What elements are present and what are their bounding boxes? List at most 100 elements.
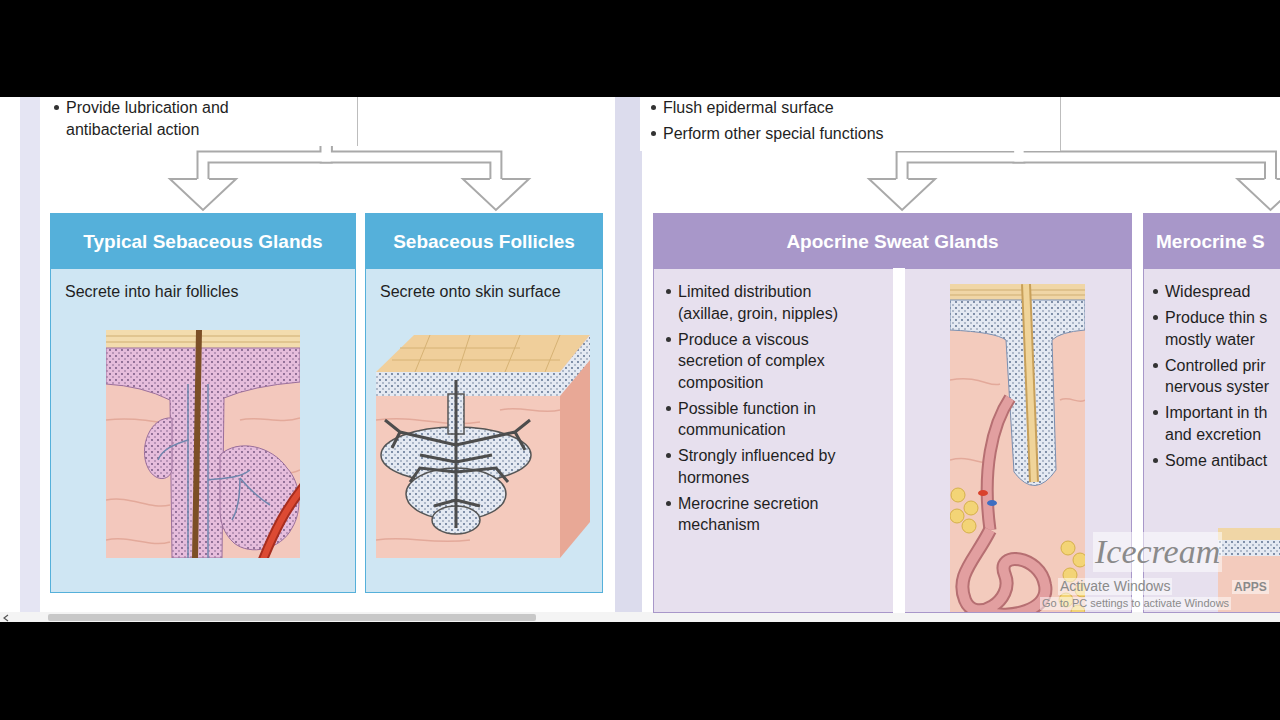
merocrine-gland-illustration — [1218, 540, 1280, 556]
box-body: Limited distribution (axillae, groin, ni… — [654, 269, 1131, 540]
panel-background — [0, 97, 1280, 622]
sebaceous-gland-illustration — [262, 486, 300, 558]
text-row: Widespread — [1165, 281, 1278, 303]
box-heading: Typical Sebaceous Glands — [83, 230, 322, 253]
apocrine-gland-illustration — [950, 284, 1085, 612]
apocrine-gland-illustration — [1026, 284, 1034, 482]
sebaceous-follicle-illustration — [376, 372, 560, 396]
arrow-head — [170, 179, 236, 210]
bullet-text: Important in th and excretion — [1165, 402, 1278, 445]
sebaceous-gland-illustration — [195, 330, 199, 558]
apocrine-gland-illustration — [1073, 553, 1085, 567]
scroll-bar — [4, 615, 8, 621]
bullet-text: Provide lubrication and antibacterial ac… — [66, 97, 266, 140]
sebaceous-gland-illustration — [144, 418, 172, 479]
arrow-head-group — [170, 179, 1280, 210]
text-row: Secrete onto skin surface — [380, 281, 595, 303]
watermark-text: APPS — [1232, 580, 1269, 594]
box-header-band: Sebaceous Follicles — [366, 214, 602, 269]
bullet-text: Limited distribution (axillae, groin, ni… — [678, 281, 863, 324]
bullet-dot — [666, 337, 671, 342]
bullet-text: Merocrine secretion mechanism — [678, 493, 863, 536]
bullet-dot — [651, 131, 656, 136]
sebaceous-gland-illustration — [106, 330, 300, 348]
bullet-dot — [666, 406, 671, 411]
watermark-text: Icecream — [1093, 532, 1222, 572]
bullet-text: Possible function in communication — [678, 398, 863, 441]
box-header-band: Merocrine S — [1144, 214, 1280, 269]
sebaceous-gland-illustration — [262, 486, 300, 558]
apocrine-gland-illustration — [951, 488, 965, 502]
box-body: Provide lubrication and antibacterial ac… — [40, 97, 357, 144]
bullet-text: Produce thin s mostly water — [1165, 307, 1278, 350]
sebaceous-follicle-illustration — [376, 372, 560, 558]
connector-fill-group — [203, 146, 1271, 181]
text-row: Secrete into hair follicles — [65, 281, 345, 303]
sebaceous-gland-illustration — [188, 384, 208, 558]
sebaceous-gland-illustration — [158, 440, 270, 520]
apocrine-gland-illustration — [987, 398, 1010, 530]
sebaceous-follicle-illustration — [406, 468, 506, 520]
watermark-text: Go to PC settings to activate Windows — [1040, 597, 1231, 610]
text-row: Produce thin s mostly water — [1165, 307, 1278, 350]
bullet-text: Flush epidermal surface — [663, 97, 1043, 119]
apocrine-gland-illustration — [950, 284, 1085, 300]
split-arrow-band — [326, 146, 496, 181]
letterbox-bar — [0, 622, 1280, 720]
apocrine-gland-illustration — [950, 379, 1085, 463]
arrow-head — [463, 179, 529, 210]
sebaceous-gland-illustration — [106, 348, 300, 558]
box-description: Secrete into hair follicles — [65, 281, 345, 303]
bullet-dot — [666, 289, 671, 294]
bullet-text: Widespread — [1165, 281, 1278, 303]
arrow-head — [1238, 179, 1280, 210]
gland-type-box: Apocrine Sweat GlandsLimited distributio… — [653, 213, 1132, 613]
apocrine-gland-illustration — [978, 490, 988, 496]
letterbox-bar — [0, 0, 1280, 97]
apocrine-gland-illustration — [987, 398, 1010, 530]
sebaceous-gland-illustration — [220, 446, 299, 550]
bullet-dot — [1153, 458, 1158, 463]
box-description: Secrete onto skin surface — [380, 281, 595, 303]
panel-background — [615, 97, 642, 612]
bullet-dot — [1153, 410, 1158, 415]
sebaceous-follicle-illustration — [376, 335, 590, 372]
parent-box: Flush epidermal surfacePerform other spe… — [640, 97, 1061, 151]
bullet-dot — [1153, 289, 1158, 294]
box-body: Secrete into hair follicles — [51, 269, 355, 307]
box-heading: Merocrine S — [1156, 230, 1265, 253]
bullet-text: Controlled prir nervous syster — [1165, 355, 1278, 398]
apocrine-gland-illustration — [964, 501, 978, 515]
panel-divider — [893, 268, 905, 613]
text-row: Perform other special functions — [663, 123, 1043, 145]
box-body: Secrete onto skin surface — [366, 269, 602, 307]
bullet-dot — [1153, 363, 1158, 368]
arrow-head — [869, 179, 935, 210]
box-body: Flush epidermal surfacePerform other spe… — [640, 97, 1060, 149]
text-row: Controlled prir nervous syster — [1165, 355, 1278, 398]
apocrine-gland-illustration — [950, 300, 1085, 486]
merocrine-gland-illustration — [1218, 528, 1280, 540]
split-arrow-band — [902, 151, 1019, 181]
text-row: Strongly influenced by hormones — [678, 445, 863, 488]
sebaceous-follicle-illustration — [385, 380, 530, 528]
text-row: Merocrine secretion mechanism — [678, 493, 863, 536]
sebaceous-follicle-illustration — [376, 335, 590, 558]
apocrine-gland-illustration — [987, 500, 997, 506]
apocrine-gland-illustration — [962, 530, 1045, 612]
apocrine-gland-illustration — [950, 509, 964, 523]
bullet-text: Strongly influenced by hormones — [678, 445, 863, 488]
scroll-bar — [0, 612, 1280, 622]
parent-box: Provide lubrication and antibacterial ac… — [40, 97, 358, 146]
bullet-text: Produce a viscous secretion of complex c… — [678, 329, 863, 394]
sebaceous-follicle-illustration — [376, 409, 560, 542]
text-row: Provide lubrication and antibacterial ac… — [66, 97, 266, 140]
apocrine-gland-illustration — [962, 519, 976, 533]
split-arrow-band — [1019, 151, 1271, 181]
sebaceous-follicle-illustration — [381, 427, 531, 483]
box-heading: Apocrine Sweat Glands — [786, 230, 998, 253]
scroll-bar — [48, 614, 536, 621]
gland-type-box: Sebaceous FolliclesSecrete onto skin sur… — [365, 213, 603, 593]
bullet-dot — [1153, 315, 1158, 320]
apocrine-gland-illustration — [1061, 541, 1075, 555]
